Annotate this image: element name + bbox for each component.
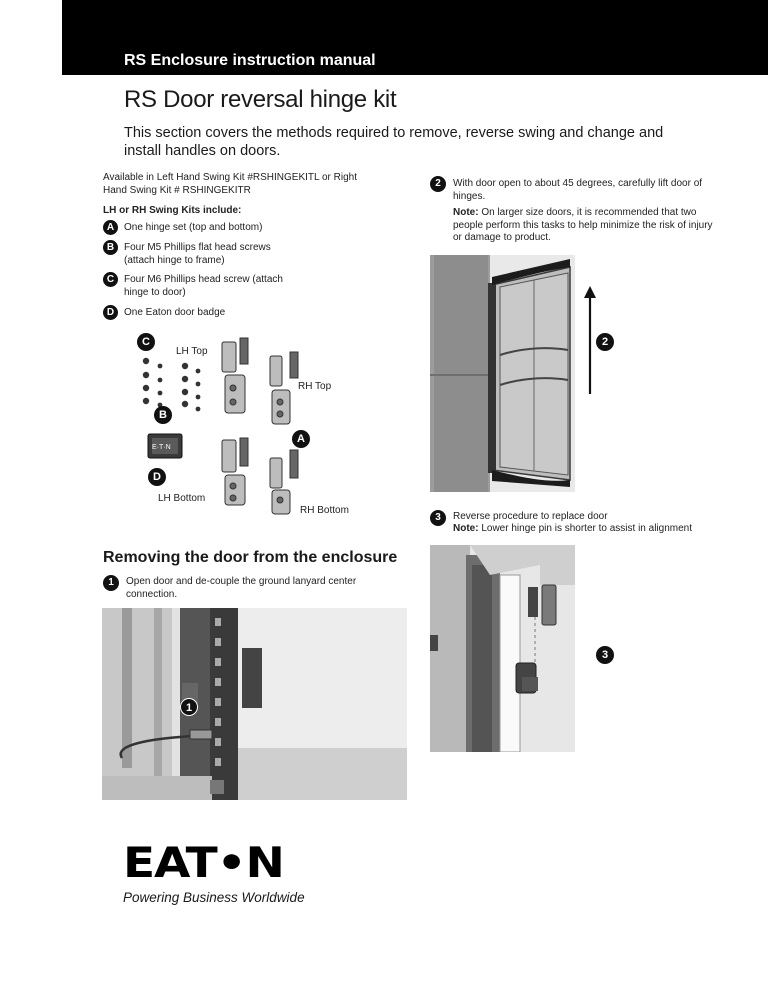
kit-item-d: D One Eaton door badge: [103, 305, 403, 320]
label-rh-top: RH Top: [298, 381, 332, 392]
callout-step-3: 3: [596, 646, 614, 664]
step-number-badge: 2: [430, 176, 446, 192]
label-rh-bottom: RH Bottom: [300, 505, 349, 516]
step-3-note: Note: Lower hinge pin is shorter to assi…: [453, 523, 743, 536]
callout-b: B: [154, 406, 172, 424]
callout-a: A: [292, 430, 310, 448]
step-3: 3 Reverse procedure to replace door: [430, 510, 730, 526]
availability-text: Available in Left Hand Swing Kit #RSHING…: [103, 172, 358, 196]
callout-c: C: [137, 333, 155, 351]
intro-text: This section covers the methods required…: [124, 125, 664, 159]
logo-wordmark: EAT•N: [123, 838, 285, 887]
callout-d: D: [148, 468, 166, 486]
kit-item-text: One hinge set (top and bottom): [124, 222, 263, 233]
letter-badge: B: [103, 240, 118, 255]
lift-arrow-icon: [584, 286, 596, 394]
step-2-photo: [430, 255, 575, 492]
kit-item-a: A One hinge set (top and bottom): [103, 220, 403, 235]
kits-heading: LH or RH Swing Kits include:: [103, 205, 242, 216]
label-lh-top: LH Top: [176, 346, 208, 357]
page-title: RS Door reversal hinge kit: [124, 86, 397, 113]
kit-item-c: C Four M6 Phillips head screw (attach hi…: [103, 272, 403, 299]
kit-item-text: Four M6 Phillips head screw (attach hing…: [124, 274, 283, 298]
kit-item-text: Four M5 Phillips flat head screws (attac…: [124, 242, 271, 266]
logo-tagline: Powering Business Worldwide: [123, 890, 305, 905]
note-label: Note:: [453, 523, 479, 534]
note-text: Lower hinge pin is shorter to assist in …: [478, 523, 693, 534]
callout-step-1: 1: [180, 698, 198, 716]
letter-badge: C: [103, 272, 118, 287]
step-2: 2 With door open to about 45 degrees, ca…: [430, 176, 720, 203]
parts-figure: LH Top RH Top LH Bottom RH Bottom E·T·N: [130, 330, 370, 525]
kit-item-b: B Four M5 Phillips flat head screws (att…: [103, 240, 403, 267]
step-1: 1 Open door and de-couple the ground lan…: [103, 575, 413, 601]
parts-illustration: [142, 337, 299, 515]
step-text: Open door and de-couple the ground lanya…: [126, 576, 357, 600]
step-number-badge: 3: [430, 510, 446, 526]
section-title: Removing the door from the enclosure: [103, 549, 398, 566]
header-bar: [62, 0, 768, 75]
step-3-illustration: [430, 545, 575, 752]
note-text: On larger size doors, it is recommended …: [453, 207, 713, 243]
step-2-note: Note: On larger size doors, it is recomm…: [453, 207, 718, 245]
door-badge-text: E·T·N: [152, 444, 171, 451]
label-lh-bottom: LH Bottom: [158, 493, 206, 504]
step-text: Reverse procedure to replace door: [453, 511, 608, 522]
header-title: RS Enclosure instruction manual: [124, 52, 376, 69]
step-3-photo: [430, 545, 575, 752]
step-1-illustration: [102, 608, 407, 800]
step-number-badge: 1: [103, 575, 119, 591]
step-text: With door open to about 45 degrees, care…: [453, 178, 703, 202]
step-1-photo: [102, 608, 407, 800]
letter-badge: A: [103, 220, 118, 235]
callout-step-2: 2: [596, 333, 614, 351]
step-2-illustration: [430, 255, 575, 492]
eaton-logo: EAT•N Powering Business Worldwide: [123, 842, 305, 906]
letter-badge: D: [103, 305, 118, 320]
kit-item-text: One Eaton door badge: [124, 307, 226, 318]
note-label: Note:: [453, 207, 479, 218]
